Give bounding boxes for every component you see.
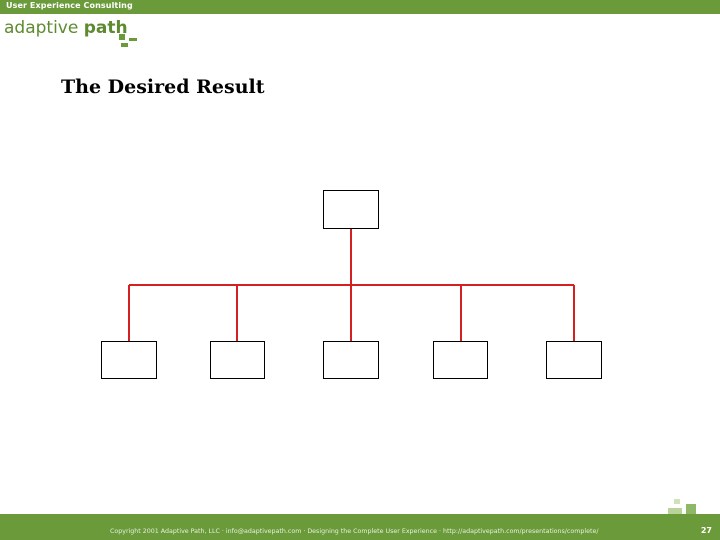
footer-bar: Copyright 2001 Adaptive Path, LLC · info… bbox=[0, 514, 720, 540]
child-node-box-2 bbox=[210, 341, 265, 379]
slide-title: The Desired Result bbox=[61, 76, 265, 98]
logo-word-adaptive: adaptive bbox=[4, 18, 79, 38]
adaptive-path-logo: adaptive path bbox=[4, 18, 128, 38]
child-node-box-1 bbox=[101, 341, 157, 379]
header-bar: User Experience Consulting bbox=[0, 0, 720, 14]
logo-word-path: path bbox=[83, 18, 128, 38]
child-node-box-4 bbox=[433, 341, 488, 379]
child-node-box-3 bbox=[323, 341, 379, 379]
header-tagline: User Experience Consulting bbox=[6, 1, 133, 10]
root-node-box bbox=[323, 190, 379, 229]
footer-copyright: Copyright 2001 Adaptive Path, LLC · info… bbox=[110, 528, 599, 535]
child-node-box-5 bbox=[546, 341, 602, 379]
connector-lines bbox=[128, 228, 575, 342]
logo-decoration-icon bbox=[119, 34, 137, 47]
page-number: 27 bbox=[700, 526, 712, 535]
